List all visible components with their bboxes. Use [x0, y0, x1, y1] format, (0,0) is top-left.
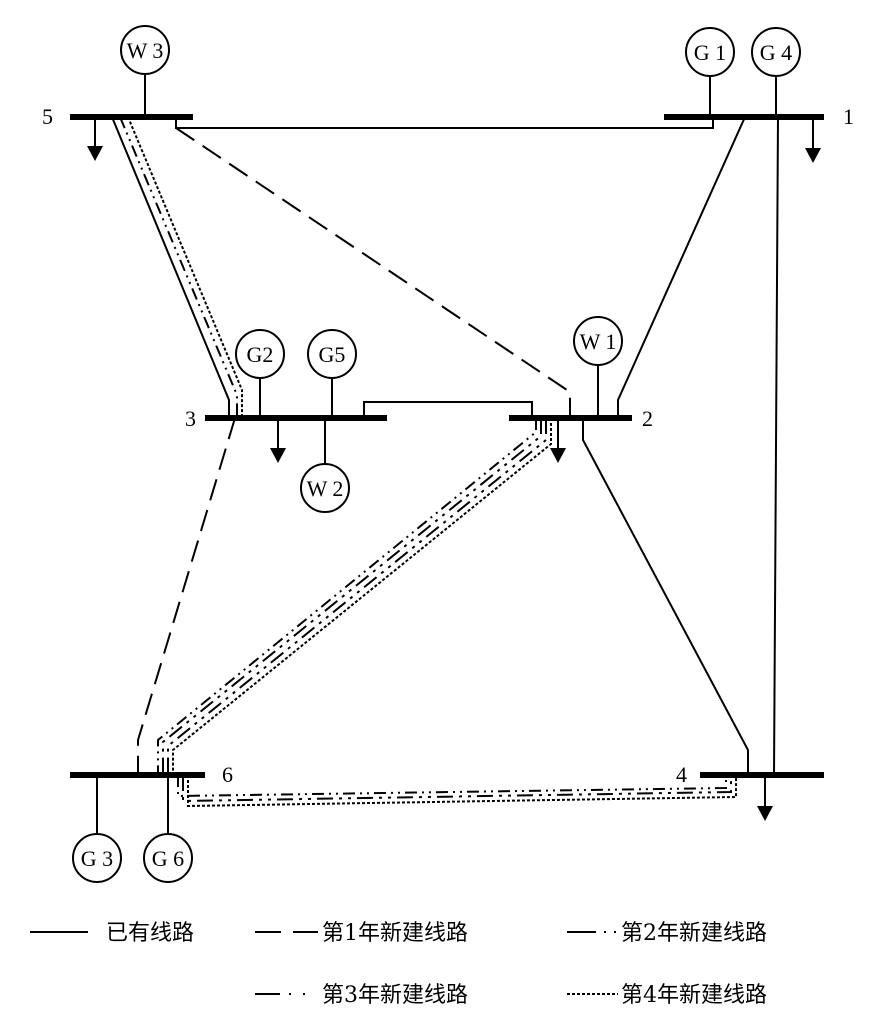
line-year4-6-4 — [187, 775, 737, 808]
unit-label-W3: W 3 — [127, 38, 164, 63]
legend-label-year1: 第1年新建线路 — [322, 921, 468, 946]
load-arrow-bus-4 — [757, 775, 773, 821]
load-arrow-bus-3 — [270, 418, 286, 463]
generator-G4: G 4 — [751, 27, 801, 117]
unit-label-W2: W 2 — [307, 476, 344, 501]
generation-units: W 3 G 1 G 4 G2 G5 W 1 — [72, 25, 801, 883]
wind-unit-W1: W 1 — [573, 316, 623, 418]
line-year2-2-6-a — [157, 418, 537, 775]
wind-unit-W3: W 3 — [120, 25, 170, 117]
legend-label-year3: 第3年新建线路 — [322, 983, 468, 1008]
line-existing-1-4 — [773, 116, 779, 776]
line-existing-5-3 — [111, 116, 230, 418]
legend-item-year3: 第3年新建线路 — [255, 983, 468, 1008]
unit-label-G6: G 6 — [152, 846, 184, 871]
line-existing-1-2 — [617, 116, 746, 415]
load-arrows — [87, 117, 821, 821]
line-existing-5-1 — [175, 117, 714, 129]
line-year2-6-4-a — [177, 775, 727, 798]
unit-label-G4: G 4 — [760, 40, 792, 65]
legend-label-year2: 第2年新建线路 — [621, 921, 767, 946]
unit-label-W1: W 1 — [580, 329, 617, 354]
bus-labels: 5 1 3 2 6 4 — [42, 104, 854, 787]
line-year3-2-6-b — [167, 418, 547, 775]
bus-label-4: 4 — [676, 762, 687, 787]
wind-unit-W2: W 2 — [300, 418, 350, 513]
bus-label-3: 3 — [185, 406, 196, 431]
legend-item-year2: 第2年新建线路 — [567, 921, 767, 946]
legend-label-year4: 第4年新建线路 — [621, 983, 767, 1008]
unit-label-G1: G 1 — [694, 40, 726, 65]
line-year4-5-3 — [127, 116, 243, 418]
bus-label-1: 1 — [843, 104, 854, 129]
line-existing-2-4 — [582, 418, 749, 775]
load-arrow-bus-1 — [805, 117, 821, 163]
legend-item-year1: 第1年新建线路 — [255, 921, 468, 946]
line-year4-2-6 — [172, 418, 552, 775]
generator-G2: G2 — [235, 329, 285, 418]
generator-G3: G 3 — [72, 775, 122, 883]
line-year2-5-3 — [119, 116, 238, 418]
bus-label-5: 5 — [42, 104, 53, 129]
bus-label-2: 2 — [642, 406, 653, 431]
load-arrow-bus-5 — [87, 117, 103, 161]
unit-label-G3: G 3 — [81, 846, 113, 871]
bus-label-6: 6 — [222, 762, 233, 787]
transmission-lines — [111, 116, 779, 808]
line-year3-2-6 — [162, 418, 542, 775]
line-year3-6-4 — [182, 775, 732, 803]
bus-bars — [70, 114, 824, 778]
legend-item-existing: 已有线路 — [30, 921, 194, 946]
generator-G5: G5 — [307, 329, 357, 418]
line-year1-3-6 — [137, 417, 236, 775]
line-existing-3-2 — [363, 401, 533, 418]
line-year1-5-2 — [175, 127, 571, 418]
unit-label-G2: G2 — [247, 342, 274, 367]
legend-label-existing: 已有线路 — [106, 921, 194, 946]
unit-label-G5: G5 — [319, 342, 346, 367]
generator-G6: G 6 — [143, 775, 193, 883]
legend: 已有线路 第1年新建线路 第2年新建线路 第3年新建线路 第4年新建线路 — [30, 921, 767, 1008]
generator-G1: G 1 — [685, 27, 735, 117]
legend-item-year4: 第4年新建线路 — [567, 983, 767, 1008]
load-arrow-bus-2 — [550, 418, 566, 463]
